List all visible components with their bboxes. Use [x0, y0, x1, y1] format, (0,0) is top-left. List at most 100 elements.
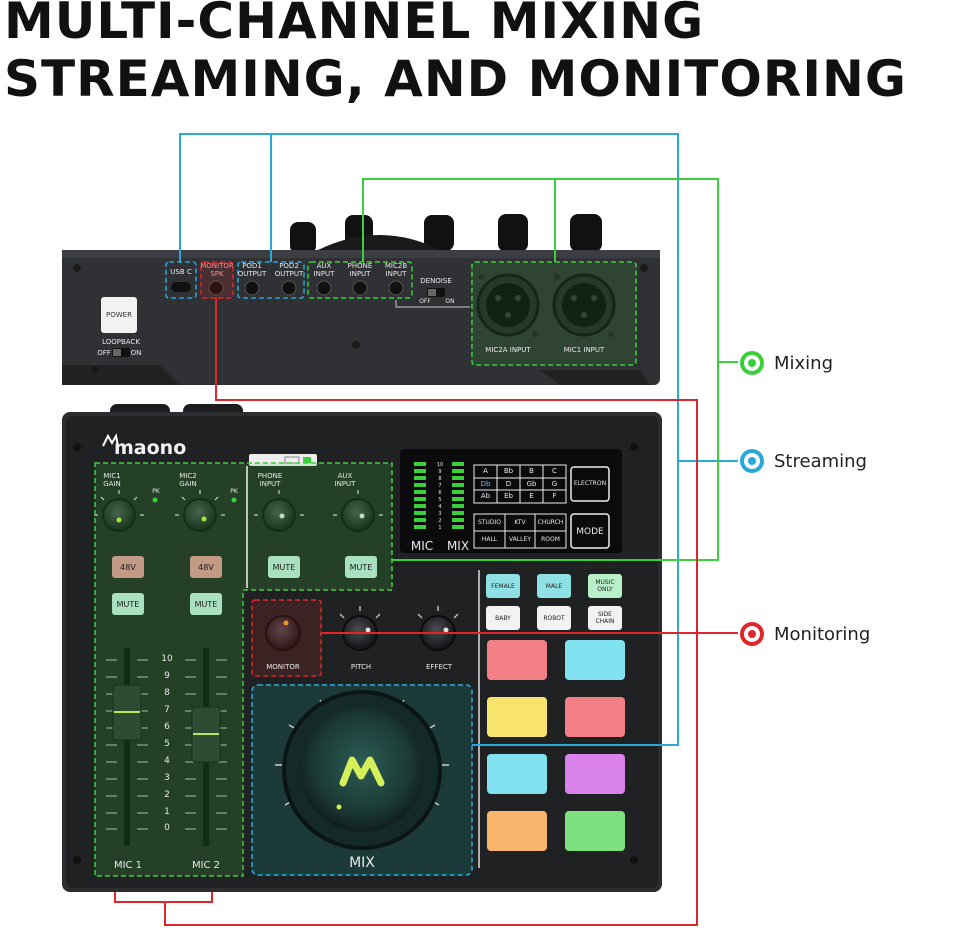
sound-pad-8[interactable]: [565, 811, 625, 851]
side-chain-button[interactable]: SIDE CHAIN: [588, 606, 622, 630]
meter-scale-label: 10: [436, 462, 444, 468]
power-label: POWER: [106, 311, 132, 319]
monitor-knob[interactable]: [265, 615, 301, 651]
maono-logo-mark: [102, 433, 119, 447]
mic1-peak-led: [152, 497, 158, 503]
key-option[interactable]: Gb: [526, 480, 537, 488]
meter-scale-label: 2: [438, 518, 442, 524]
pod1-output-label: POD1 OUTPUT: [237, 262, 267, 278]
headline-line-1: MULTI-CHANNEL MIXING: [4, 0, 705, 50]
key-option[interactable]: F: [552, 492, 557, 500]
key-option[interactable]: E: [529, 492, 534, 500]
mic2-mute-button[interactable]: MUTE: [190, 593, 222, 615]
aux-mute-button[interactable]: MUTE: [345, 556, 377, 578]
sound-pad-5[interactable]: [487, 754, 547, 794]
mic2a-input-label: MIC2A INPUT: [485, 346, 531, 354]
pod2-output-jack: [281, 280, 297, 296]
mic1-gain-knob[interactable]: [102, 498, 136, 532]
mic1-fader-handle[interactable]: [112, 684, 142, 741]
key-option[interactable]: Eb: [504, 492, 513, 500]
fader-scale-label: 5: [164, 739, 170, 749]
phone-mute-button[interactable]: MUTE: [268, 556, 300, 578]
key-option[interactable]: G: [551, 480, 558, 488]
phantom-48v-button-mic1[interactable]: 48V: [112, 556, 144, 578]
sound-pad-4[interactable]: [565, 697, 625, 737]
aux-input-knob[interactable]: [341, 498, 375, 532]
electron-button[interactable]: [570, 466, 610, 502]
pk2-label: PK: [230, 488, 238, 495]
loopback-off-label: OFF: [97, 349, 111, 357]
phone-input-jack: [352, 280, 368, 296]
rear-top-knobs: [290, 214, 602, 254]
top-panel: [62, 404, 662, 892]
mode-label: MODE: [576, 527, 604, 537]
sound-pad-3[interactable]: [487, 697, 547, 737]
streaming-dot-icon: [740, 449, 764, 473]
aux-input-jack: [316, 280, 332, 296]
mic1-channel-label: MIC 1: [113, 860, 143, 871]
denoise-on-label: ON: [445, 298, 455, 305]
mode-button[interactable]: [570, 513, 610, 549]
key-option-selected[interactable]: Db: [480, 480, 491, 488]
reverb-option[interactable]: CHURCH: [537, 519, 564, 526]
knob-tick-marks: [94, 490, 383, 516]
phantom-48v-button-mic2[interactable]: 48V: [190, 556, 222, 578]
power-button[interactable]: [101, 297, 137, 333]
monitoring-box-knob: [251, 599, 322, 677]
monitoring-box-spk: [200, 261, 234, 299]
key-option[interactable]: A: [483, 467, 488, 475]
music-only-button[interactable]: MUSIC ONLY: [588, 574, 622, 598]
sound-pad-1[interactable]: [487, 640, 547, 680]
voice-female-button[interactable]: FEMALE: [486, 574, 520, 598]
fader-scale-label: 6: [164, 722, 170, 732]
denoise-label: DENOISE: [420, 277, 452, 285]
aux-input-label: AUX INPUT: [313, 262, 335, 278]
key-option[interactable]: Bb: [503, 467, 514, 475]
phone-input-knob[interactable]: [262, 498, 296, 532]
mic1-mute-button[interactable]: MUTE: [112, 593, 144, 615]
fader-scale-label: 4: [164, 756, 170, 766]
mix-knob[interactable]: [282, 690, 442, 850]
sound-pad-2[interactable]: [565, 640, 625, 680]
sound-pad-7[interactable]: [487, 811, 547, 851]
mic1-gain-label: MIC1 GAIN: [103, 472, 121, 488]
fader-scale-label: 7: [164, 705, 170, 715]
voice-baby-button[interactable]: BABY: [486, 606, 520, 630]
sound-pad-6[interactable]: [565, 754, 625, 794]
reverb-option[interactable]: KTV: [514, 519, 526, 526]
phone-input-label: PHONE INPUT: [347, 262, 373, 278]
mix-knob-label: MIX: [349, 855, 375, 871]
reverb-option[interactable]: ROOM: [541, 536, 560, 543]
meter-scale-label: 6: [438, 490, 442, 496]
key-option[interactable]: Ab: [480, 492, 491, 500]
fader-scale-label: 9: [164, 671, 170, 681]
aux-input-knob-label: AUX INPUT: [334, 472, 356, 488]
back-panel: [62, 214, 660, 385]
voice-male-button[interactable]: MALE: [537, 574, 571, 598]
mic2-gain-label: MIC2 GAIN: [179, 472, 197, 488]
usb-c-port: [171, 282, 191, 292]
headline-line-2: STREAMING, AND MONITORING: [4, 50, 907, 108]
denoise-off-label: OFF: [419, 298, 431, 305]
key-option[interactable]: C: [552, 467, 557, 475]
mic2-gain-knob[interactable]: [183, 498, 217, 532]
legend-mixing-label: Mixing: [774, 352, 834, 374]
key-option[interactable]: B: [529, 467, 534, 475]
reverb-option[interactable]: VALLEY: [509, 536, 531, 543]
mic2-fader-handle[interactable]: [191, 706, 221, 763]
reverb-option[interactable]: STUDIO: [478, 519, 501, 526]
loopback-label: LOOPBACK: [102, 338, 140, 346]
reverb-option[interactable]: HALL: [481, 536, 498, 543]
meter-scale-label: 5: [438, 497, 442, 503]
mic1-input-label: MIC1 INPUT: [563, 346, 605, 354]
monitor-spk-label: MONITOR SPK: [200, 262, 234, 278]
voice-robot-button[interactable]: ROBOT: [537, 606, 571, 630]
meter-scale-label: 3: [438, 511, 442, 517]
mic2-peak-led: [231, 497, 237, 503]
mix-knob-logo-icon: [339, 756, 385, 787]
legend-monitoring-label: Monitoring: [774, 623, 871, 645]
key-option[interactable]: D: [505, 480, 512, 488]
loopback-on-label: ON: [130, 349, 142, 357]
monitor-knob-label: MONITOR: [266, 663, 300, 671]
